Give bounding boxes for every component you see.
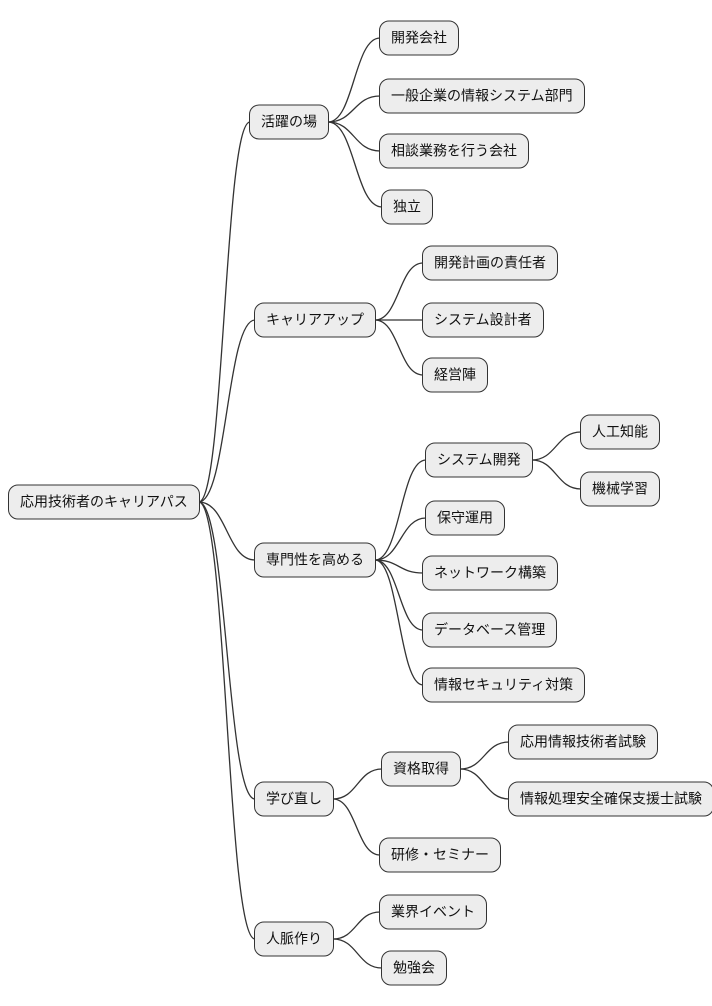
node-study-group: 勉強会 xyxy=(381,950,447,986)
node-artificial-intelligence: 人工知能 xyxy=(580,414,660,450)
edge-line xyxy=(531,459,582,490)
node-dev-plan-manager: 開発計画の責任者 xyxy=(422,245,558,281)
node-career-up: キャリアアップ xyxy=(254,302,376,338)
node-corporate-it-department: 一般企業の情報システム部門 xyxy=(379,78,585,114)
edge-line xyxy=(374,559,424,574)
node-consulting-company: 相談業務を行う会社 xyxy=(379,133,529,169)
edge-line xyxy=(198,501,256,800)
node-system-designer: システム設計者 xyxy=(422,302,544,338)
node-dev-company: 開発会社 xyxy=(379,20,459,56)
edge-line xyxy=(327,121,381,152)
edge-line xyxy=(531,431,582,461)
edge-line xyxy=(459,768,510,800)
edge-line xyxy=(374,559,424,686)
node-management-team: 経営陣 xyxy=(422,357,488,393)
edge-line xyxy=(374,459,427,561)
node-relearning: 学び直し xyxy=(254,781,334,817)
edge-line xyxy=(374,517,427,561)
edge-line xyxy=(327,95,381,123)
node-independence: 独立 xyxy=(381,189,433,225)
edge-line xyxy=(374,559,424,631)
node-applied-it-engineer-exam: 応用情報技術者試験 xyxy=(508,724,658,760)
node-training-seminar: 研修・セミナー xyxy=(379,837,501,873)
node-security-measures: 情報セキュリティ対策 xyxy=(422,667,586,703)
edge-line xyxy=(327,37,381,123)
node-certification-acquisition: 資格取得 xyxy=(381,751,461,787)
node-networking: 人脈作り xyxy=(254,921,334,957)
node-database-management: データベース管理 xyxy=(422,612,558,648)
edge-line xyxy=(459,741,510,770)
edge-line xyxy=(198,501,256,561)
node-maintenance-operation: 保守運用 xyxy=(425,500,505,536)
node-increase-expertise: 専門性を高める xyxy=(254,542,376,578)
edge-line xyxy=(332,798,381,856)
node-career-path-root: 応用技術者のキャリアパス xyxy=(8,484,200,520)
edge-line xyxy=(332,911,381,940)
node-security-specialist-exam: 情報処理安全確保支援士試験 xyxy=(508,781,712,817)
edge-line xyxy=(332,938,383,969)
node-system-development: システム開発 xyxy=(425,442,533,478)
edge-line xyxy=(332,768,383,800)
edge-line xyxy=(374,319,424,376)
edge-line xyxy=(327,121,383,208)
edge-line xyxy=(198,121,251,503)
edge-line xyxy=(198,501,256,940)
node-fields-of-activity: 活躍の場 xyxy=(249,104,329,140)
node-industry-events: 業界イベント xyxy=(379,894,487,930)
edge-line xyxy=(198,319,256,503)
node-machine-learning: 機械学習 xyxy=(580,471,660,507)
edge-line xyxy=(374,262,424,321)
node-network-construction: ネットワーク構築 xyxy=(422,555,558,591)
